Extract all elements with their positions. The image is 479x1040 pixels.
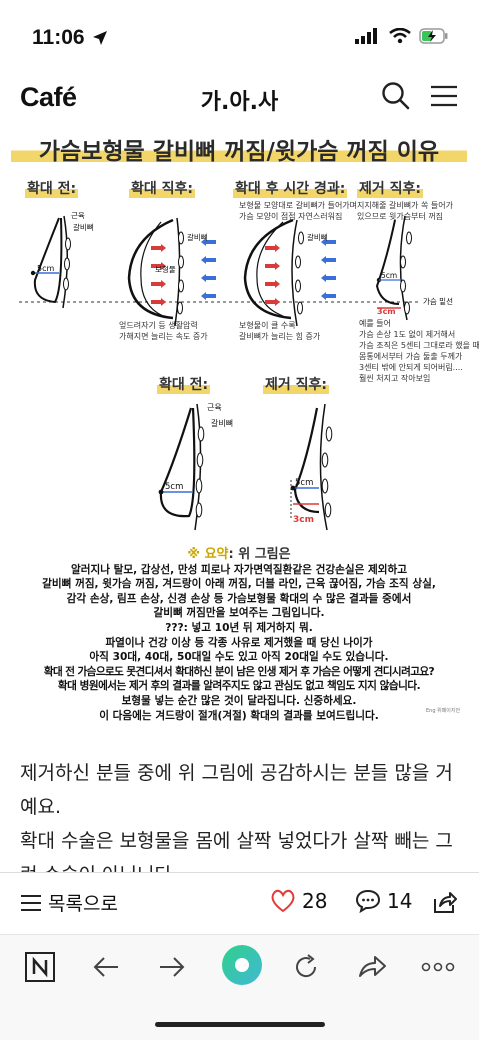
svg-text:5cm: 5cm <box>381 271 397 280</box>
heart-icon <box>271 889 295 913</box>
cafe-logo[interactable]: Café <box>20 82 77 112</box>
panel-before-large: 5cm 근육 갈비뼈 <box>158 403 233 531</box>
post-image[interactable]: 가슴보형물 갈비뼈 꺼짐/윗가슴 꺼짐 이유 확대 전: 확대 직후: 확대 후… <box>11 128 479 726</box>
like-button[interactable]: 28 <box>270 889 327 913</box>
summary-line: ???: 넣고 10년 뒤 제거하지 뭐. <box>165 621 313 634</box>
panel-removal-large: 5cm 3cm <box>290 403 333 531</box>
note-after-left: 엎드려자기 등 생활압력 가해지면 늘리는 속도 증가 <box>119 321 208 341</box>
svg-text:3cm: 3cm <box>377 307 396 316</box>
status-time: 11:06 <box>32 26 85 49</box>
figure-headline: 가슴보형물 갈비뼈 꺼짐/윗가슴 꺼짐 이유 <box>11 132 467 166</box>
like-count: 28 <box>302 889 328 913</box>
note-time-top: 보형물 모양대로 갈비뼈가 들어가며 가슴 모양이 점점 자연스러워짐 <box>239 201 358 221</box>
panel-time: 갈비뼈 <box>243 218 336 327</box>
summary-line: 갈비뼈 꺼짐만을 보여주는 그림입니다. <box>153 607 325 620</box>
stage-before-bottom: 확대 전: <box>157 374 211 394</box>
naver-n-icon <box>25 952 55 982</box>
note-removal-top: 지지해줄 갈비뼈가 쏙 들어가 있으므로 윗가슴부터 꺼짐 <box>357 201 453 221</box>
svg-text:근육: 근육 <box>71 211 85 220</box>
summary-title: ※ 요약: 위 그림은 <box>11 547 467 563</box>
list-icon <box>21 894 41 911</box>
back-button[interactable] <box>88 949 124 985</box>
svg-text:5cm: 5cm <box>295 478 313 488</box>
figure-signature: Eng 위페이지안 <box>426 708 461 714</box>
forward-button[interactable] <box>154 949 190 985</box>
share-icon[interactable] <box>432 889 458 915</box>
summary-line: 확대 전 가슴으로도 못견디셔서 확대하신 분이 남은 인생 제거 후 가슴은 … <box>43 665 435 678</box>
post-toolbar: 목록으로 28 14 <box>0 872 479 935</box>
article-body: 제거하신 분들 중에 위 그림에 공감하시는 분들 많을 거예요. 확대 수술은… <box>20 756 462 872</box>
location-arrow-icon <box>93 31 107 45</box>
cellular-signal-icon <box>355 28 377 44</box>
share-page-button[interactable] <box>354 949 390 985</box>
stage-before-top: 확대 전: <box>25 178 79 198</box>
more-options-button[interactable] <box>420 949 456 985</box>
summary-line: 아직 30대, 40대, 50대일 수도 있고 아직 20대일 수도 있습니다. <box>89 651 389 664</box>
stage-removal-top: 제거 직후: <box>357 178 423 198</box>
comment-count: 14 <box>387 889 413 913</box>
naver-home-button[interactable] <box>22 949 58 985</box>
summary-line: 감각 손상, 림프 손상, 신경 손상 등 가슴보형물 확대의 수 많은 결과들… <box>66 592 412 605</box>
summary-line: 갈비뼈 꺼짐, 윗가슴 꺼짐, 겨드랑이 아래 꺼짐, 더블 라인, 근육 끊어… <box>42 578 436 591</box>
diagram-top-row: 5cm 근육 갈비뼈 갈비뼈 보형물 갈비뼈 <box>19 211 453 327</box>
svg-text:5cm: 5cm <box>165 482 183 492</box>
status-bar: 11:06 <box>0 0 479 72</box>
panel-after: 갈비뼈 보형물 <box>127 217 216 327</box>
diagram-bottom-row: 5cm 근육 갈비뼈 5cm 3cm <box>158 403 333 531</box>
summary-title-mark: ※ 요약 <box>187 547 229 562</box>
note-after-mid: 보형물이 클 수록 갈비뼈가 늘리는 힘 증가 <box>239 321 321 341</box>
battery-charging-icon <box>419 28 448 44</box>
summary-title-rest: : 위 그림은 <box>228 547 291 562</box>
green-home-button[interactable] <box>220 943 264 987</box>
back-to-list-label: 목록으로 <box>48 893 118 915</box>
svg-text:근육: 근육 <box>207 403 222 412</box>
reload-button[interactable] <box>288 949 324 985</box>
comment-button[interactable]: 14 <box>355 889 412 913</box>
svg-text:가슴 밑선: 가슴 밑선 <box>423 297 453 306</box>
article-paragraph: 제거하신 분들 중에 위 그림에 공감하시는 분들 많을 거예요. <box>20 762 453 818</box>
green-dot-icon <box>222 945 262 985</box>
svg-text:보형물: 보형물 <box>155 265 176 274</box>
svg-text:5cm: 5cm <box>37 264 54 273</box>
summary-line: 보형물 넣는 순간 많은 것이 달라집니다. 신중하세요. <box>121 694 357 707</box>
stage-after-top: 확대 직후: <box>129 178 195 198</box>
summary-block: ※ 요약: 위 그림은 알러지나 탈모, 갑상선, 만성 피로나 자가면역질환같… <box>11 547 467 723</box>
summary-line: 이 다음에는 겨드랑이 절개(겨절) 확대의 결과를 보여드립니다. <box>99 709 379 722</box>
panel-removal: 5cm 3cm 가슴 밑선 <box>375 215 453 321</box>
arrow-right-icon <box>160 957 185 977</box>
summary-line: 파열이나 건강 이상 등 각종 사유로 제거했을 때 당신 나이가 <box>105 636 373 649</box>
note-example: 예를 들어 가슴 손상 1도 없이 제거해서 가슴 조직은 5센티 그대로라 했… <box>359 319 479 383</box>
share-arrow-icon <box>359 956 386 977</box>
panel-before: 5cm 근육 갈비뼈 <box>30 211 94 309</box>
comment-bubble-icon <box>355 889 381 913</box>
article-paragraph: 확대 수술은 보형물을 몸에 살짝 넣었다가 살짝 빼는 그런 수술이 아닙니다… <box>20 830 453 872</box>
more-dots-icon <box>421 962 455 972</box>
wifi-icon <box>389 28 411 44</box>
stage-removal-bottom: 제거 직후: <box>263 374 329 394</box>
search-icon[interactable] <box>380 80 412 112</box>
svg-text:3cm: 3cm <box>293 515 314 525</box>
stage-time-top: 확대 후 시간 경과: <box>233 178 348 198</box>
svg-text:갈비뼈: 갈비뼈 <box>187 232 208 242</box>
svg-text:갈비뼈: 갈비뼈 <box>211 418 233 428</box>
arrow-left-icon <box>93 957 118 977</box>
app-bar: Café 가.아.사 <box>0 72 479 122</box>
hamburger-menu-icon[interactable] <box>428 80 460 112</box>
reload-icon <box>296 954 317 978</box>
svg-text:갈비뼈: 갈비뼈 <box>73 222 94 232</box>
summary-line: 확대 병원에서는 제거 후의 결과를 알려주지도 않고 관심도 없고 책임도 지… <box>57 680 421 693</box>
svg-text:갈비뼈: 갈비뼈 <box>307 232 328 242</box>
cafe-title: 가.아.사 <box>200 90 279 115</box>
summary-line: 알러지나 탈모, 갑상선, 만성 피로나 자가면역질환같은 건강손실은 제외하고 <box>71 563 407 576</box>
back-to-list-button[interactable]: 목록으로 <box>20 889 118 916</box>
home-indicator <box>155 1022 325 1027</box>
